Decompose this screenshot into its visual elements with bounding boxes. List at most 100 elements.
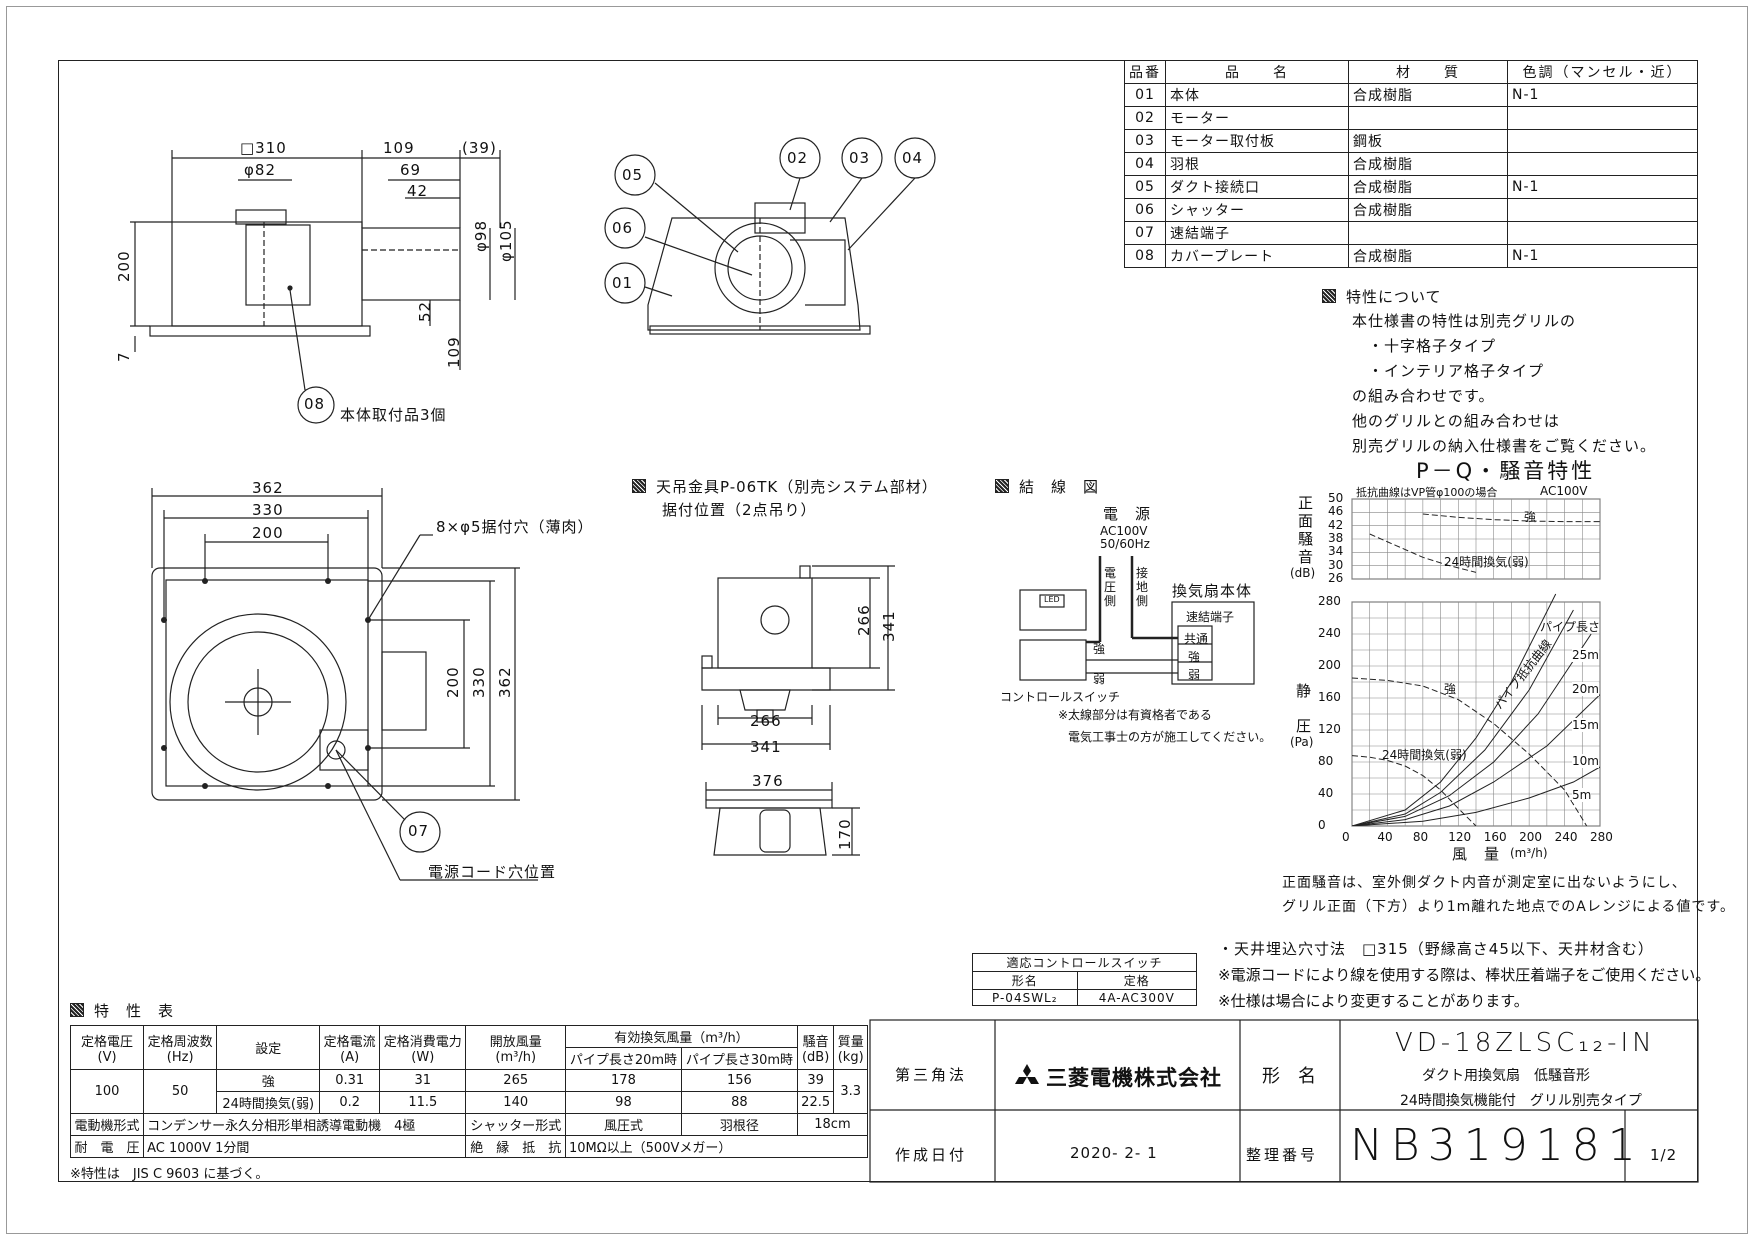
x-tick: 120 <box>1448 830 1472 844</box>
chart-noise-note: 抵抗曲線はVP管φ100の場合 <box>1356 486 1498 499</box>
noise-strong-label: 強 <box>1524 510 1537 524</box>
part-color <box>1507 152 1698 176</box>
part-08-callout: 08 <box>304 395 326 413</box>
drawing-number: NB319181 <box>1350 1120 1644 1171</box>
dim-phi82: φ82 <box>244 161 276 179</box>
hanger-dim-376: 376 <box>752 772 784 790</box>
projection: 第三角法 <box>895 1066 968 1084</box>
part-color: N-1 <box>1507 244 1698 268</box>
part-no: 08 <box>1124 244 1166 268</box>
spec-row2-setting: 24時間換気(弱) <box>216 1091 321 1114</box>
spec-row2-noise: 22.5 <box>796 1091 835 1114</box>
noise-tick: 42 <box>1328 517 1344 532</box>
pipe-length-15m: 15m <box>1572 718 1599 732</box>
dim-phi98: φ98 <box>472 220 490 252</box>
date-value: 2020- 2- 1 <box>1070 1144 1158 1162</box>
spec-h-noise: 騒音(dB) <box>796 1025 835 1070</box>
spec-freq: 50 <box>143 1069 218 1114</box>
series-line-0 <box>1352 677 1588 826</box>
model-desc-1: ダクト用換気扇 低騒音形 <box>1422 1068 1590 1084</box>
noise-tick: 34 <box>1328 544 1344 559</box>
part-color: N-1 <box>1507 83 1698 107</box>
dim-330-vert: 330 <box>470 666 488 698</box>
wiring-led: LED <box>1044 595 1060 604</box>
hanger-dim-266-h: 266 <box>750 712 782 730</box>
switch-rating: 4A-AC300V <box>1076 989 1198 1006</box>
hatch-icon <box>1322 289 1336 303</box>
spec-row1-current: 0.31 <box>319 1069 381 1092</box>
part-name: シャッター <box>1165 198 1349 222</box>
series-line-3 <box>1352 693 1600 826</box>
switch-header-rating: 定格 <box>1076 971 1198 990</box>
wiring-strong: 強 <box>1093 642 1106 656</box>
chart-title: P－Q・騒音特性 <box>1416 459 1596 483</box>
chart-pressure-ylabel-2: 圧 <box>1296 717 1313 735</box>
part-02-callout: 02 <box>787 149 809 167</box>
hatch-icon <box>70 1003 84 1017</box>
wiring-strong-terminal: 強 <box>1188 650 1201 664</box>
x-tick: 0 <box>1342 830 1350 844</box>
pressure-tick: 160 <box>1318 690 1341 704</box>
series-line-7 <box>1422 513 1600 523</box>
part-material: 合成樹脂 <box>1348 198 1508 222</box>
hanger-dim-266-v: 266 <box>855 604 873 636</box>
part-color <box>1507 106 1698 130</box>
part-01-callout: 01 <box>612 274 634 292</box>
number-label: 整理番号 <box>1246 1146 1319 1164</box>
wiring-common: 共通 <box>1184 632 1209 646</box>
pq-curves <box>1352 513 1600 826</box>
parts-header-no: 品番 <box>1124 60 1166 84</box>
x-tick: 160 <box>1483 830 1507 844</box>
dim-310: □310 <box>240 139 287 157</box>
hanger-dim-341-h: 341 <box>750 738 782 756</box>
series-line-4 <box>1352 633 1592 826</box>
wiring-voltage-side: 電圧側 <box>1104 566 1117 608</box>
spec-title: 特 性 表 <box>70 1000 174 1021</box>
chart-noise-unit: (dB) <box>1290 566 1316 580</box>
model-desc-2: 24時間換気機能付 グリル別売タイプ <box>1400 1093 1642 1109</box>
x-tick: 200 <box>1519 830 1543 844</box>
wiring-fan-body: 換気扇本体 <box>1172 582 1253 600</box>
mitsubishi-logo-icon <box>1015 1064 1039 1084</box>
part-color <box>1507 129 1698 153</box>
spec-row2-pipe20: 98 <box>564 1091 682 1114</box>
x-tick: 280 <box>1590 830 1613 844</box>
dim-200-vert: 200 <box>444 666 462 698</box>
spec-h-mass: 質量(kg) <box>833 1025 868 1070</box>
part-no: 07 <box>1124 221 1166 245</box>
hatch-icon <box>995 479 1009 493</box>
bottom-view-drawing <box>151 488 538 881</box>
switch-model: P-04SWL₂ <box>972 989 1078 1006</box>
parts-header-color: 色調（マンセル・近） <box>1507 60 1698 84</box>
dim-7: 7 <box>115 351 133 362</box>
spec-h-current: 定格電流(A) <box>319 1025 381 1070</box>
part-no: 04 <box>1124 152 1166 176</box>
part-material: 合成樹脂 <box>1348 152 1508 176</box>
part-no: 01 <box>1124 83 1166 107</box>
spec-h-open: 開放風量(m³/h) <box>465 1025 566 1070</box>
hanger-drawing <box>701 565 895 856</box>
part-08-note: 本体取付品3個 <box>340 406 447 424</box>
chart-voltage: AC100V <box>1540 484 1588 498</box>
wiring-weak: 弱 <box>1093 672 1106 686</box>
spec-row1-open: 265 <box>465 1069 566 1092</box>
spec-withstand-label: 耐 電 圧 <box>69 1135 145 1158</box>
dim-phi105: φ105 <box>497 219 515 262</box>
chart-noise-ylabel: 正面騒音 <box>1298 494 1315 566</box>
spec-h-effective: 有効換気風量（m³/h） <box>564 1025 798 1048</box>
pressure-tick: 240 <box>1318 626 1341 640</box>
x-tick: 240 <box>1554 830 1578 844</box>
wiring-note2: 電気工事士の方が施工してください。 <box>1068 730 1272 744</box>
series-line-2 <box>1352 766 1600 826</box>
part-name: カバープレート <box>1165 244 1349 268</box>
spec-row2-pipe30: 88 <box>680 1091 798 1114</box>
part-name: 本体 <box>1165 83 1349 107</box>
noise-grid <box>1351 498 1601 580</box>
characteristics-line-6: 別売グリルの納入仕様書をご覧ください。 <box>1352 437 1657 455</box>
spec-row1-pipe20: 178 <box>564 1069 682 1092</box>
